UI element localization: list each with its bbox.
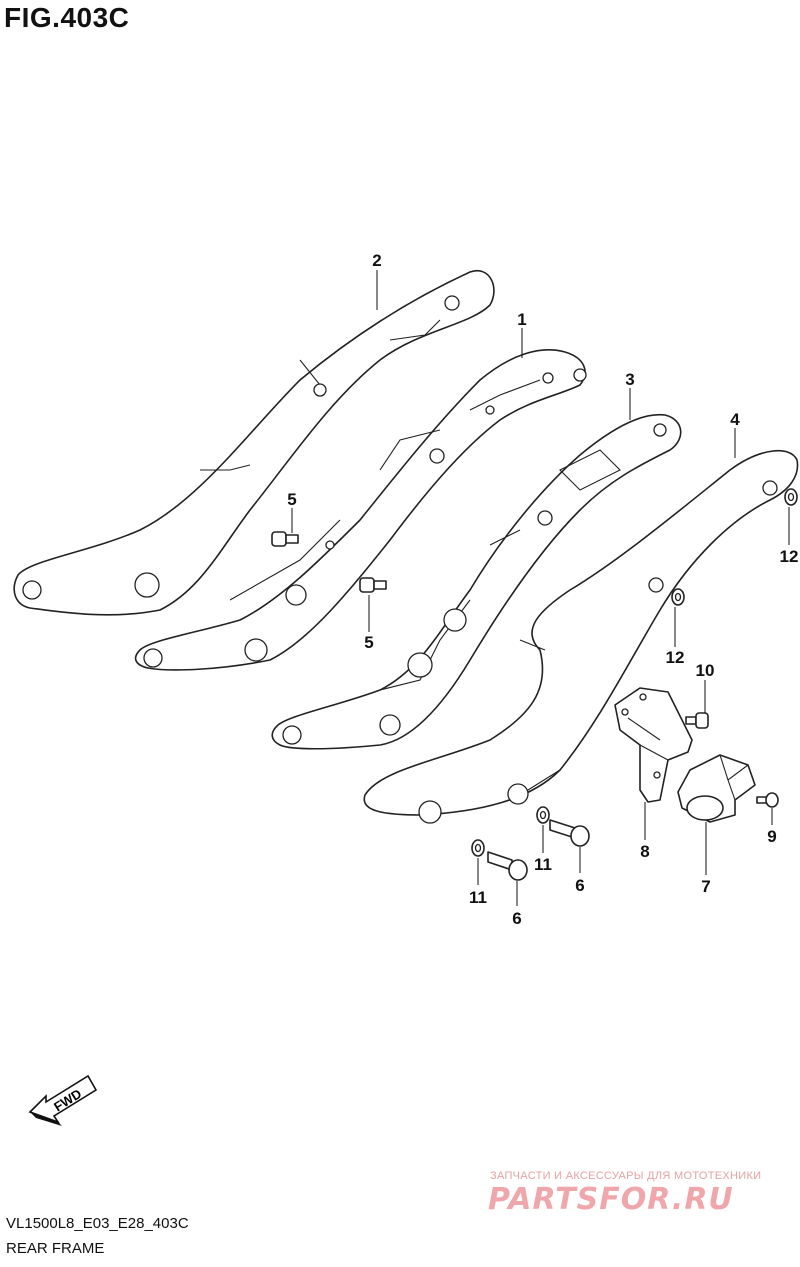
callout-11-left: 11: [469, 888, 487, 907]
part-12-washer-upper[interactable]: [784, 488, 798, 506]
watermark-tagline: ЗАПЧАСТИ И АКСЕССУАРЫ ДЛЯ МОТОТЕХНИКИ: [490, 1170, 762, 1182]
fwd-arrow-icon: FWD: [28, 1074, 98, 1126]
callout-1: 1: [517, 310, 526, 329]
part-3-rear-frame-inner-right[interactable]: [271, 413, 682, 750]
part-9-screw[interactable]: [756, 792, 779, 808]
callout-6-right: 6: [575, 876, 584, 895]
part-1-rear-frame-inner-left[interactable]: [134, 349, 587, 671]
figure-title: FIG.403C: [4, 2, 130, 33]
callout-2: 2: [372, 251, 381, 270]
part-7-clamp[interactable]: [677, 754, 756, 823]
part-11-washer-left[interactable]: [471, 839, 485, 857]
part-6-bolt-right[interactable]: [549, 819, 590, 847]
part-11-washer-right[interactable]: [536, 806, 550, 824]
part-2-rear-frame-left[interactable]: [13, 269, 495, 616]
callout-3: 3: [625, 370, 634, 389]
part-8-bracket[interactable]: [614, 687, 693, 803]
leader-lines: [291, 270, 790, 906]
callout-5-lower: 5: [364, 633, 373, 652]
callout-10: 10: [696, 661, 715, 680]
diagram-code: VL1500L8_E03_E28_403C: [6, 1215, 189, 1232]
part-5-bolt-lower[interactable]: [359, 577, 387, 593]
callout-8: 8: [640, 842, 649, 861]
callout-7: 7: [701, 877, 710, 896]
part-10-bolt[interactable]: [685, 712, 709, 729]
callout-5-upper: 5: [287, 490, 296, 509]
callout-12-lower: 12: [666, 648, 685, 667]
callout-6-left: 6: [512, 909, 521, 928]
callout-12-upper: 12: [780, 547, 799, 566]
part-4-rear-frame-right[interactable]: [363, 449, 799, 824]
callout-4: 4: [730, 410, 740, 429]
part-6-bolt-left[interactable]: [487, 851, 528, 881]
callout-11-right: 11: [534, 855, 552, 874]
part-5-bolt-upper[interactable]: [271, 531, 299, 547]
callout-9: 9: [767, 827, 776, 846]
part-12-washer-lower[interactable]: [671, 588, 685, 606]
section-name: REAR FRAME: [6, 1240, 105, 1257]
watermark-logo: PARTSFOR.RU: [488, 1182, 734, 1217]
